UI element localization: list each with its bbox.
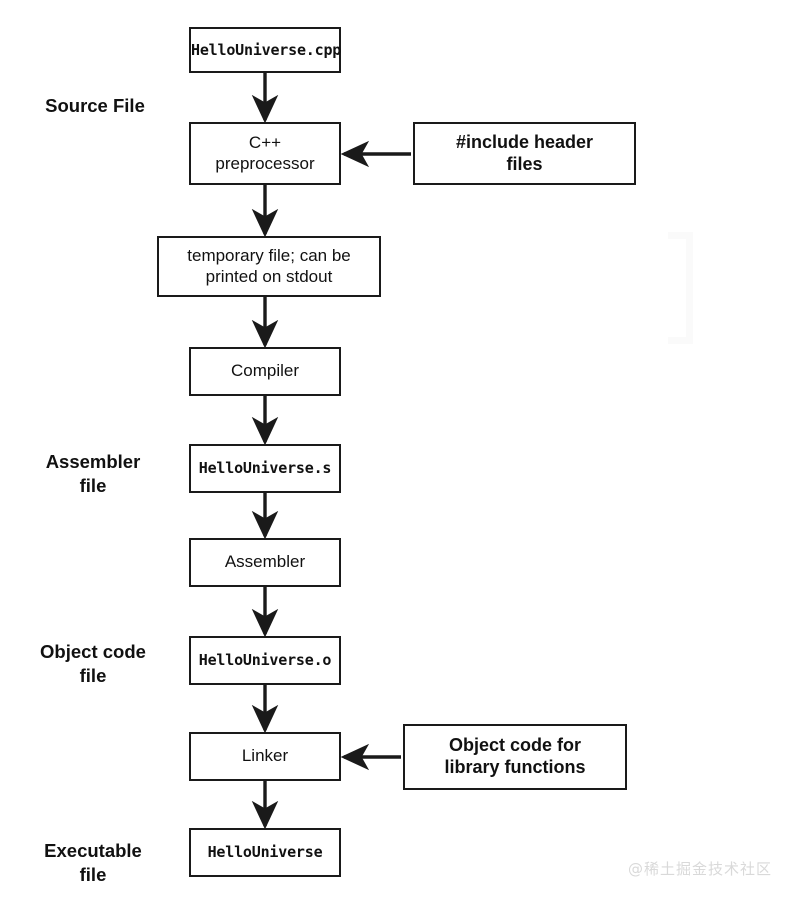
node-hellouniverse-o[interactable]: HelloUniverse.o bbox=[189, 636, 341, 685]
node-compiler[interactable]: Compiler bbox=[189, 347, 341, 396]
node-temporary-file[interactable]: temporary file; can be printed on stdout bbox=[157, 236, 381, 297]
background-watermark-shape bbox=[668, 232, 693, 344]
node-label-hellouniverse-cpp: HelloUniverse.cpp bbox=[191, 40, 342, 59]
node-label-assembler: Assembler bbox=[224, 552, 306, 572]
stage-label-executable-file: Executable file bbox=[44, 840, 142, 886]
node-label-object-code-library: Object code for library functions bbox=[444, 735, 586, 777]
node-hellouniverse-s[interactable]: HelloUniverse.s bbox=[189, 444, 341, 493]
node-label-hellouniverse-exe: HelloUniverse bbox=[207, 843, 323, 862]
node-label-compiler: Compiler bbox=[230, 361, 300, 381]
node-hellouniverse-exe[interactable]: HelloUniverse bbox=[189, 828, 341, 877]
site-watermark: @稀土掘金技术社区 bbox=[628, 860, 773, 878]
node-include-header-files[interactable]: #include header files bbox=[413, 122, 636, 185]
stage-label-object-code-file: Object code file bbox=[40, 641, 146, 687]
node-object-code-library[interactable]: Object code for library functions bbox=[403, 724, 627, 790]
node-hellouniverse-cpp[interactable]: HelloUniverse.cpp bbox=[189, 27, 341, 73]
node-label-linker: Linker bbox=[241, 746, 289, 766]
node-cpp-preprocessor[interactable]: C++ preprocessor bbox=[189, 122, 341, 185]
node-label-hellouniverse-s: HelloUniverse.s bbox=[198, 459, 332, 478]
stage-label-source-file: Source File bbox=[45, 95, 145, 116]
node-label-temporary-file: temporary file; can be printed on stdout bbox=[187, 245, 351, 286]
node-assembler[interactable]: Assembler bbox=[189, 538, 341, 587]
node-linker[interactable]: Linker bbox=[189, 732, 341, 781]
stage-label-assembler-file: Assembler file bbox=[45, 451, 141, 497]
node-label-hellouniverse-o: HelloUniverse.o bbox=[198, 651, 332, 670]
node-label-include-header-files: #include header files bbox=[455, 131, 594, 174]
node-label-cpp-preprocessor: C++ preprocessor bbox=[215, 132, 315, 173]
